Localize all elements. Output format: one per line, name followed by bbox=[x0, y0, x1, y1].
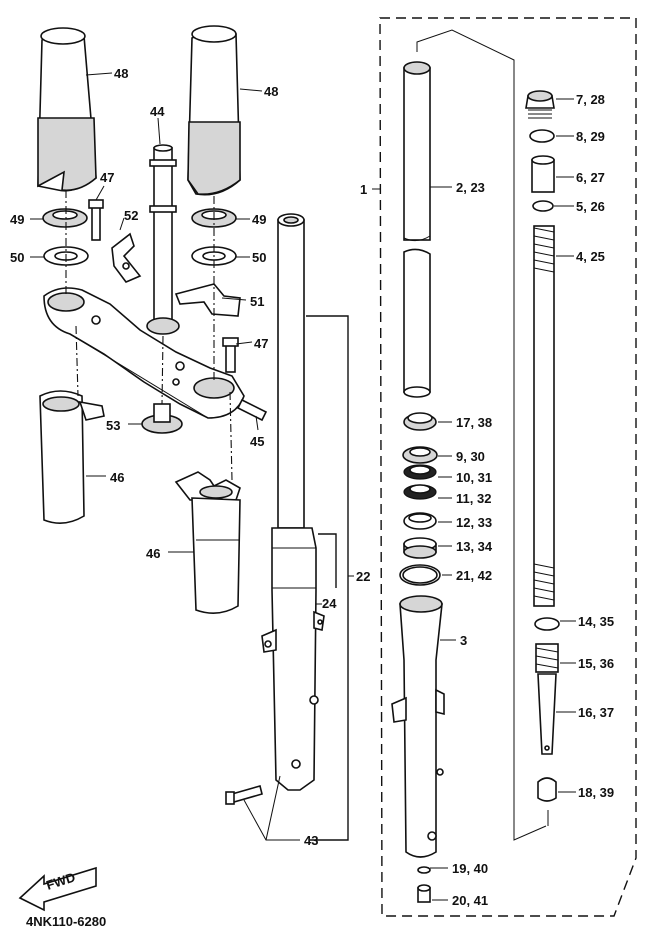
callout-c1: 1 bbox=[360, 182, 367, 197]
outer-tube-24[interactable] bbox=[261, 527, 325, 791]
slide-metal-13-34[interactable] bbox=[403, 537, 437, 559]
bolt-20-41[interactable] bbox=[417, 884, 431, 903]
fork-boot-right[interactable] bbox=[187, 25, 241, 196]
o-ring-8-29[interactable] bbox=[529, 129, 555, 143]
bearing-left[interactable] bbox=[42, 208, 88, 228]
assembly-boundary bbox=[379, 17, 637, 917]
callout-c5: 5, 26 bbox=[576, 199, 605, 214]
callout-c4: 4, 25 bbox=[576, 249, 605, 264]
callout-c9: 9, 30 bbox=[456, 449, 485, 464]
washer-5-26[interactable] bbox=[532, 200, 554, 212]
washer-11-32[interactable] bbox=[403, 484, 437, 500]
inner-tube-2-23[interactable] bbox=[403, 61, 431, 398]
callout-c18: 18, 39 bbox=[578, 785, 614, 800]
callout-c50b: 50 bbox=[252, 250, 266, 265]
callout-c17: 17, 38 bbox=[456, 415, 492, 430]
leader-lines bbox=[30, 29, 576, 901]
bolt-top-47[interactable] bbox=[88, 199, 104, 241]
fork-cover-right[interactable] bbox=[174, 471, 241, 614]
callout-c21: 21, 42 bbox=[456, 568, 492, 583]
callout-c51: 51 bbox=[250, 294, 264, 309]
callout-c50a: 50 bbox=[10, 250, 24, 265]
callout-c20: 20, 41 bbox=[452, 893, 488, 908]
oil-seal-10-31[interactable] bbox=[403, 464, 437, 480]
inner-tube-assembled[interactable] bbox=[277, 213, 305, 529]
rebound-spring-15-36[interactable] bbox=[535, 643, 559, 673]
callout-c47a: 47 bbox=[100, 170, 114, 185]
cap-bolt-7-28[interactable] bbox=[525, 90, 555, 119]
callout-c22: 22 bbox=[356, 569, 370, 584]
spacer-6-27[interactable] bbox=[531, 155, 555, 193]
fork-spring-4-25[interactable] bbox=[533, 225, 555, 607]
damper-rod-16-37[interactable] bbox=[537, 673, 557, 755]
callout-c14: 14, 35 bbox=[578, 614, 614, 629]
slide-metal-12-33[interactable] bbox=[403, 512, 437, 530]
callout-c10: 10, 31 bbox=[456, 470, 492, 485]
bolt-43[interactable] bbox=[225, 785, 263, 805]
under-bracket[interactable] bbox=[43, 287, 245, 419]
callout-c13: 13, 34 bbox=[456, 539, 493, 554]
piston-ring-21-42[interactable] bbox=[399, 564, 441, 586]
bracket-51[interactable] bbox=[174, 283, 241, 317]
callout-c44: 44 bbox=[150, 104, 165, 119]
callout-c19: 19, 40 bbox=[452, 861, 488, 876]
callout-c52: 52 bbox=[124, 208, 138, 223]
washer-19-40[interactable] bbox=[417, 866, 431, 874]
oil-lock-piece-18-39[interactable] bbox=[537, 777, 557, 802]
callout-c6: 6, 27 bbox=[576, 170, 605, 185]
bolt-45[interactable] bbox=[236, 398, 268, 422]
fork-boot-left[interactable] bbox=[37, 27, 97, 192]
fork-cover-left[interactable] bbox=[39, 390, 105, 524]
callout-c45: 45 bbox=[250, 434, 264, 449]
centerline-left-tube bbox=[75, 325, 79, 397]
callout-c12: 12, 33 bbox=[456, 515, 492, 530]
callout-c3: 3 bbox=[460, 633, 467, 648]
bracket-52[interactable] bbox=[111, 232, 142, 283]
callout-c2: 2, 23 bbox=[456, 180, 485, 195]
steering-stem[interactable] bbox=[146, 144, 180, 335]
callout-c48a: 48 bbox=[114, 66, 128, 81]
forward-arrow-icon bbox=[18, 866, 97, 912]
callout-c46a: 46 bbox=[110, 470, 124, 485]
callout-c53: 53 bbox=[106, 418, 120, 433]
callout-c16: 16, 37 bbox=[578, 705, 614, 720]
callout-c43: 43 bbox=[304, 833, 318, 848]
callout-c46b: 46 bbox=[146, 546, 160, 561]
callout-c49a: 49 bbox=[10, 212, 24, 227]
drawing-code: 4NK110-6280 bbox=[26, 914, 106, 929]
centerline-stem bbox=[161, 335, 164, 405]
callout-c48b: 48 bbox=[264, 84, 278, 99]
callout-c8: 8, 29 bbox=[576, 129, 605, 144]
callout-c49b: 49 bbox=[252, 212, 266, 227]
bolt-mid-47[interactable] bbox=[222, 337, 239, 373]
callout-c47b: 47 bbox=[254, 336, 268, 351]
piston-ring-14-35[interactable] bbox=[534, 617, 560, 631]
callout-c15: 15, 36 bbox=[578, 656, 614, 671]
outer-tube-3[interactable] bbox=[391, 595, 445, 858]
centerline-right-tube bbox=[229, 391, 233, 481]
callout-c24: 24 bbox=[322, 596, 337, 611]
callout-c11: 11, 32 bbox=[456, 491, 491, 506]
callout-c7: 7, 28 bbox=[576, 92, 605, 107]
retaining-clip-9-30[interactable] bbox=[402, 446, 438, 464]
nut-53[interactable] bbox=[141, 403, 183, 434]
dust-seal-17-38[interactable] bbox=[403, 412, 437, 431]
